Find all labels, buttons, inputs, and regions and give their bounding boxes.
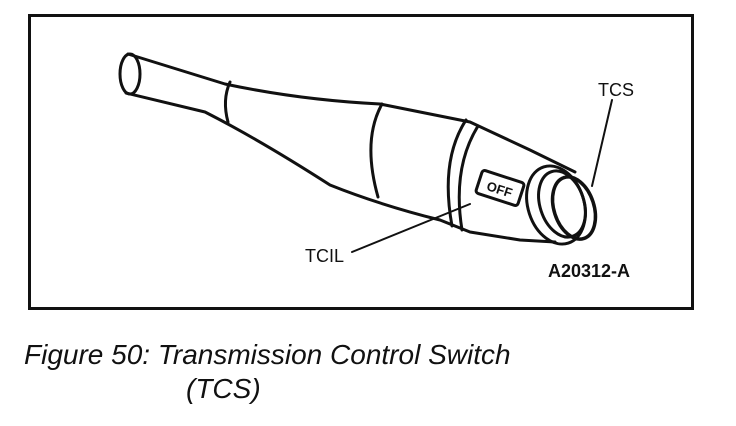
shaft-end (118, 52, 142, 96)
switch-illustration: OFF TCS TCIL A20312-A (118, 52, 634, 281)
stalk-outline-bottom (124, 91, 557, 244)
stalk-band (223, 80, 232, 124)
figure-caption: Figure 50: Transmission Control Switch (… (24, 338, 511, 406)
caption-line-1: Figure 50: Transmission Control Switch (24, 339, 511, 370)
off-label-box (474, 169, 526, 207)
stalk-outline-top (126, 52, 577, 174)
part-number: A20312-A (548, 261, 630, 281)
tcil-label: TCIL (305, 246, 344, 266)
collar-ring-3 (457, 124, 480, 232)
tcs-button (550, 175, 598, 241)
collar-ring-1 (369, 102, 384, 199)
caption-line-2: (TCS) (186, 373, 261, 404)
tcs-label: TCS (598, 80, 634, 100)
tcs-leader (591, 99, 613, 187)
tcil-leader (351, 203, 471, 253)
